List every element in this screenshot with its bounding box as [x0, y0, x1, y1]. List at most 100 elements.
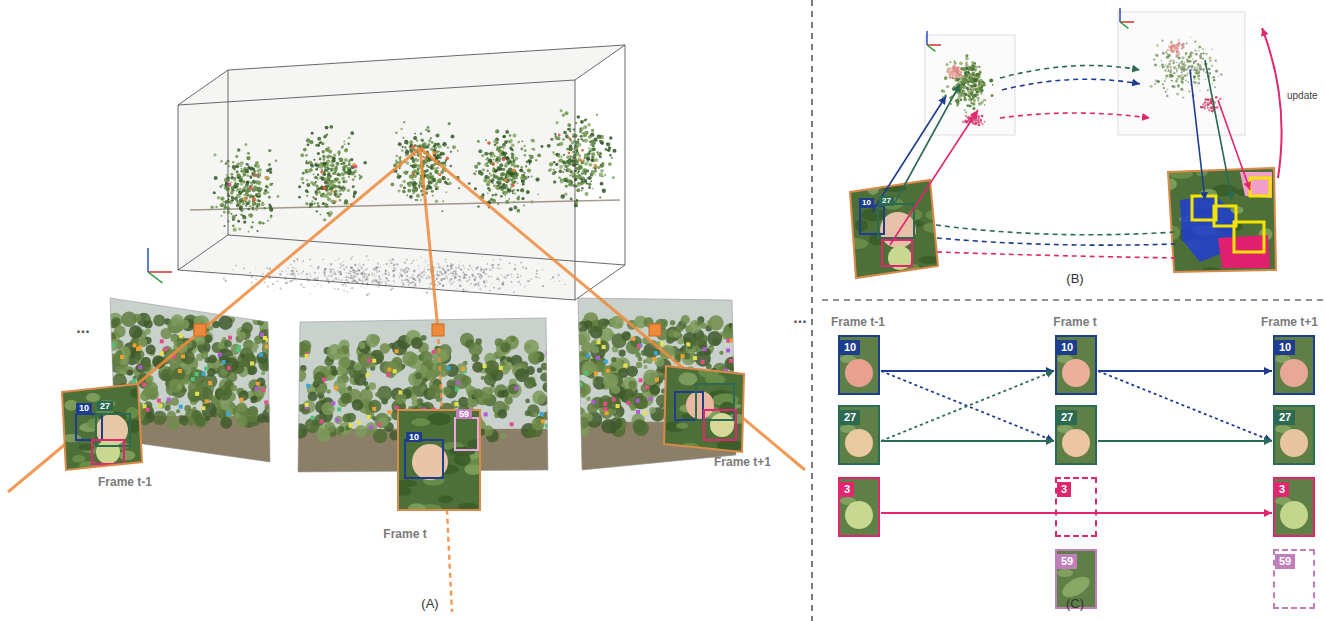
point-cloud-map [358, 278, 360, 280]
point-cloud-map [474, 187, 477, 190]
point-cloud-map [490, 174, 493, 177]
point-cloud-map [419, 272, 420, 273]
point-cloud-map [329, 168, 331, 170]
point-cloud-map [401, 275, 403, 277]
point-cloud-map [445, 191, 447, 193]
point-cloud-map [354, 264, 356, 266]
point-cloud-map [306, 183, 310, 187]
point-cloud-map [511, 153, 514, 156]
point-cloud-map [427, 275, 428, 276]
point-cloud-map [581, 180, 583, 182]
point-cloud-map [411, 263, 413, 265]
point-cloud-map [455, 276, 457, 278]
point-cloud-map [334, 200, 337, 203]
point-cloud-map [223, 211, 226, 214]
point-cloud-map [392, 271, 393, 272]
point-cloud-map [481, 276, 483, 278]
point-cloud-map [445, 275, 447, 277]
point-cloud-map [473, 284, 475, 286]
point-cloud-map [348, 277, 350, 279]
point-cloud-map [487, 165, 490, 168]
point-cloud-map [403, 186, 406, 189]
point-cloud-map [252, 207, 254, 209]
point-cloud-map [342, 188, 346, 192]
point-cloud-map [503, 178, 507, 182]
point-cloud-map [488, 275, 490, 277]
point-cloud-map [225, 204, 227, 206]
point-cloud-map [511, 164, 513, 166]
point-cloud-map [330, 170, 332, 172]
point-cloud-map [472, 270, 474, 272]
point-cloud-map [406, 275, 408, 277]
point-cloud-map [577, 139, 579, 141]
point-cloud-map [238, 191, 242, 195]
point-cloud-map [439, 283, 441, 285]
point-cloud-map [361, 280, 363, 282]
point-cloud-map [524, 149, 527, 152]
point-cloud-map [344, 158, 348, 162]
point-cloud-map [512, 192, 514, 194]
point-cloud-map [235, 155, 238, 158]
point-cloud-map [354, 264, 356, 266]
point-cloud-map [428, 276, 430, 278]
point-cloud-map [328, 282, 330, 284]
point-cloud-map [599, 197, 601, 199]
point-cloud-map [587, 123, 591, 127]
point-cloud-map [462, 288, 464, 290]
point-cloud-map [399, 184, 403, 188]
point-cloud-map [433, 180, 435, 182]
point-cloud-map [492, 259, 494, 261]
point-cloud-map [311, 132, 314, 135]
point-cloud-map [246, 156, 250, 160]
point-cloud-map [369, 273, 370, 274]
point-cloud-map [367, 274, 368, 275]
point-cloud-map [497, 267, 499, 269]
point-cloud-map [416, 277, 417, 278]
point-cloud-map [401, 149, 404, 152]
point-cloud-map [474, 281, 475, 282]
point-cloud-map [600, 140, 604, 144]
point-cloud-map [244, 143, 247, 146]
point-cloud-map [510, 183, 513, 186]
point-cloud-map [368, 274, 370, 276]
point-cloud-map [373, 280, 374, 281]
point-cloud-map [458, 279, 460, 281]
point-cloud-map [281, 271, 282, 272]
point-cloud-map [239, 205, 243, 209]
point-cloud-map [491, 269, 492, 270]
point-cloud-map [405, 267, 407, 269]
point-cloud-map [415, 283, 417, 285]
point-cloud-map [453, 281, 454, 282]
point-cloud-map [508, 198, 510, 200]
point-cloud-map [425, 169, 429, 173]
point-cloud-map [446, 262, 447, 263]
point-cloud-map [326, 133, 329, 136]
point-cloud-map [250, 177, 252, 179]
point-cloud-map [338, 279, 340, 281]
point-cloud-map [317, 137, 321, 141]
point-cloud-map [590, 158, 594, 162]
point-cloud-map [523, 205, 525, 207]
point-cloud-map [335, 189, 338, 192]
point-cloud-map [429, 287, 430, 288]
point-cloud-map [447, 146, 450, 149]
point-cloud-map [353, 274, 354, 275]
point-cloud-map [310, 276, 311, 277]
point-cloud-map [438, 274, 440, 276]
point-cloud-map [496, 162, 498, 164]
point-cloud-map [425, 129, 427, 131]
point-cloud-map [336, 162, 340, 166]
point-cloud-map [360, 286, 361, 287]
point-cloud-map [495, 158, 498, 161]
point-cloud-map [447, 183, 449, 185]
point-cloud-map [485, 139, 487, 141]
point-cloud-map [343, 140, 345, 142]
point-cloud-map [602, 189, 606, 193]
point-cloud-map [388, 284, 389, 285]
point-cloud-map [480, 274, 482, 276]
point-cloud-map [411, 157, 413, 159]
point-cloud-map [494, 170, 497, 173]
point-cloud-map [436, 278, 438, 280]
point-cloud-map [236, 190, 238, 192]
point-cloud-map [376, 270, 378, 272]
